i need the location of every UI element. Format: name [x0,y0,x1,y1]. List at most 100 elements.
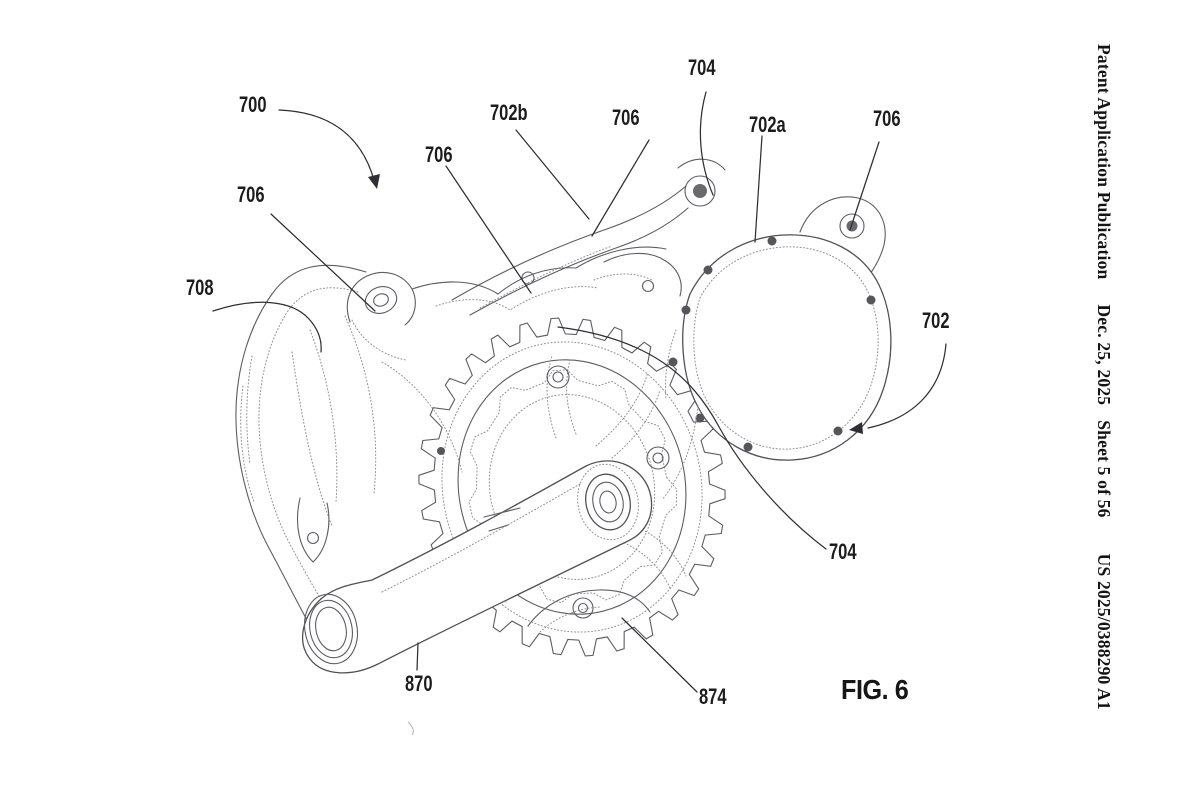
leader-706-upper-right [591,139,650,237]
strut-bottom-edge [469,207,689,316]
leader-704-bottom [557,326,827,550]
leader-870 [416,642,419,671]
cover-bolt [866,295,876,305]
chainring-inner-edge [457,359,687,615]
housing-contour [309,329,338,503]
ref-label-706-mid: 706 [425,142,453,167]
spider-guard [527,589,651,627]
spider-arm [611,389,661,459]
pedal-eye-inner [315,606,347,652]
arrowhead-702 [849,422,863,434]
pedal-eye-outer [303,593,359,665]
housing-contour [381,361,463,473]
ref-label-704-top: 704 [688,55,716,80]
ref-label-700: 700 [239,92,267,117]
leader-702a [754,135,763,243]
arrowhead-700 [368,174,380,189]
spider-arm [595,371,649,447]
spindle-boss-ring [577,463,639,541]
cover-bolt [743,442,753,452]
bracket-boss [521,271,535,285]
spindle-boss [585,473,631,531]
drive-cover [661,196,892,501]
chainring-ring [441,341,703,633]
ref-label-702: 702 [922,308,950,333]
leader-706-mid [445,165,532,294]
strut-top-edge [451,185,687,301]
housing-stud [437,447,445,455]
strut-eyelet-hole [693,184,707,198]
spindle-boss-mid [592,481,624,523]
lower-lug [297,497,330,563]
ref-label-708: 708 [186,275,214,300]
leader-lines [212,91,947,736]
bracket-boss [641,279,655,293]
cover-transition [661,405,699,501]
ref-label-702b: 702b [490,100,528,125]
cover-bolt [833,426,843,436]
sheet-header: Patent Application Publication Dec. 25, … [1089,44,1119,744]
leader-702 [867,343,947,429]
ref-label-706-left: 706 [237,182,265,207]
housing-inner-shell [258,287,359,615]
spider-arm [617,539,671,589]
ref-label-706-upper-right: 706 [612,105,640,130]
chainring-bolt-inner [577,602,589,614]
cover-bolt [695,413,705,423]
mount-hole-left [364,286,398,314]
ref-label-706-far-right: 706 [873,106,901,131]
mount-hole-left-inner [373,293,389,307]
chainring-bolt-inner [652,452,664,464]
header-date: Dec. 25, 2025 [1094,304,1115,406]
lower-lug-hole [306,531,320,545]
housing-contour [344,315,377,495]
crank-arm-detail [488,524,509,532]
chainring-bolt [646,446,670,470]
housing-contour [291,351,333,527]
bracket-line-inner [593,273,653,281]
leader-874 [621,617,698,693]
leader-702b [515,129,590,220]
crank-arm-assembly [302,460,653,674]
spider-arm [566,359,577,435]
figure-caption: FIG. 6 [841,674,909,705]
strut-inner-line [479,245,613,309]
pedal-eye-mid [309,599,353,659]
cover-bolt [767,236,777,246]
ref-label-704-bottom: 704 [829,539,857,564]
leader-708 [212,301,322,353]
ref-label-702a: 702a [749,112,786,137]
mount-tab-left [346,271,416,326]
cover-inner-rim [693,246,879,450]
scan-artifact [407,721,414,736]
chainring-teeth [418,317,726,657]
bracket-line [603,252,682,297]
housing-rim-line [240,385,255,503]
chainring-bolt-inner [552,371,564,383]
header-sheet-info: Sheet 5 of 56 [1094,420,1115,518]
leader-706-left [270,213,376,312]
chainring-gear [418,317,726,657]
header-doc-number: US 2025/0388290 A1 [1094,553,1115,710]
housing-top-contour [411,246,667,295]
strut-eyelet-hood [677,158,726,171]
housing-rim-line [246,355,253,465]
ref-label-874: 874 [699,684,727,709]
cover-bolt [681,305,691,315]
leader-700 [278,109,375,181]
crank-arm-contour [381,483,581,593]
crank-arm-detail [483,507,521,518]
cover-transition [665,329,677,401]
cover-bolt [703,265,713,275]
cover-bolt [668,357,678,367]
crank-bolt [599,490,617,514]
ref-label-870: 870 [405,671,433,696]
mount-hole-right [839,213,865,239]
chainring-bolt [572,597,594,619]
mount-hole-right-inner [846,220,858,232]
spider-arm [546,355,557,439]
leader-706-far-right [849,141,880,231]
chainring-bolt [546,365,570,389]
